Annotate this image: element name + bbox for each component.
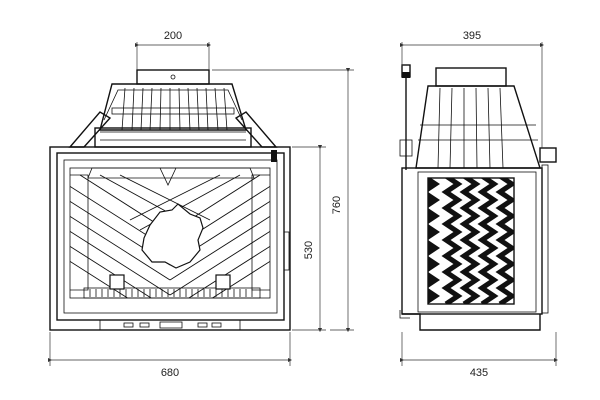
front-frame (49, 146, 291, 331)
side-view: 395 435 (399, 30, 559, 379)
dim-front-bottom: 680 (47, 332, 293, 379)
glass-flame-window (141, 203, 204, 269)
dim-label-760: 760 (331, 196, 343, 214)
dim-label-530: 530 (303, 241, 315, 259)
dim-label-680: 680 (161, 367, 179, 379)
top-hood (68, 83, 278, 148)
dim-label-435: 435 (470, 367, 488, 379)
dim-label-395: 395 (463, 30, 481, 42)
dim-front-total-height: 760 (212, 67, 354, 333)
side-bracket (399, 64, 413, 170)
dim-front-inner-height: 530 (292, 144, 326, 333)
dim-label-200: 200 (164, 30, 182, 42)
air-controls (123, 321, 222, 329)
side-flue-collar (435, 67, 507, 87)
front-view: 200 680 530 760 (47, 30, 354, 379)
side-body (399, 147, 557, 331)
door-handle (271, 150, 277, 162)
side-firebrick-pattern (427, 177, 515, 305)
dim-front-top: 200 (134, 30, 212, 70)
dim-side-bottom: 435 (399, 332, 559, 379)
flue-collar (136, 69, 210, 85)
dim-side-top: 395 (399, 30, 545, 148)
side-hood (415, 85, 541, 169)
firebox-window (69, 167, 271, 299)
hood-fins (121, 87, 228, 131)
